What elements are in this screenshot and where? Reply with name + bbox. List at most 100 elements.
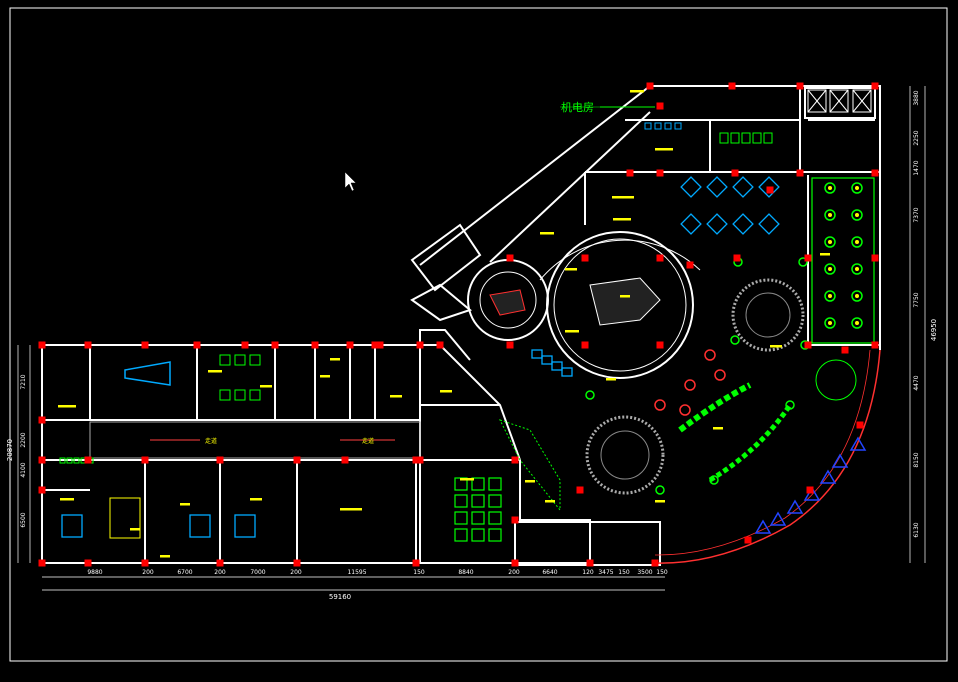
table-with-chairs (706, 213, 728, 235)
room-label-bar (620, 295, 630, 298)
room-label-bar (250, 498, 262, 501)
workstation (249, 389, 261, 401)
round-table-center (855, 186, 859, 190)
bottom-dimension-text: 200 (508, 569, 520, 576)
mouse-cursor-icon (344, 171, 357, 192)
machine-room-label: 机电房 (561, 100, 594, 114)
column (871, 254, 879, 262)
left-dimension-text: 2200 (20, 432, 27, 447)
bottom-dimension-text: 200 (142, 569, 154, 576)
lounge-sofa (551, 361, 563, 371)
room-label-bar (655, 148, 673, 151)
round-table (824, 209, 836, 221)
bottom-dimension-text: 6640 (542, 569, 557, 576)
right-dimension-text: 1470 (913, 160, 920, 175)
bottom-dimension-text: 7000 (250, 569, 265, 576)
right-dimension-text: 6130 (913, 522, 920, 537)
workstation (471, 477, 485, 491)
curved-facade (654, 349, 881, 564)
column (216, 456, 224, 464)
column (271, 341, 279, 349)
facade-triangle (769, 511, 787, 526)
room-label-bar (612, 196, 634, 199)
bottom-dimension-text: 3500 (637, 569, 652, 576)
column (341, 456, 349, 464)
room-label-bar (540, 232, 554, 235)
round-table-center (828, 321, 832, 325)
svg-text:走道: 走道 (205, 437, 217, 445)
round-table-center (855, 267, 859, 271)
table-with-chairs (680, 213, 702, 235)
conference-table (124, 361, 171, 386)
room-label-bar (160, 555, 170, 558)
column (141, 559, 149, 567)
red-round-table (654, 399, 666, 411)
table-with-chairs (732, 213, 754, 235)
bottom-dimension-text: 120 (582, 569, 594, 576)
column (311, 341, 319, 349)
column (84, 456, 92, 464)
svg-text:走道: 走道 (362, 437, 374, 445)
room-label-bar (340, 508, 362, 511)
curved-bench-1 (678, 382, 752, 433)
right-dimension-text: 7750 (913, 292, 920, 307)
column (656, 102, 664, 110)
column (141, 456, 149, 464)
left-dimension-text: 4100 (20, 462, 27, 477)
sofa-set (234, 514, 256, 538)
round-tables-group (585, 182, 863, 495)
column (856, 421, 864, 429)
column (744, 536, 752, 544)
column (804, 341, 812, 349)
room-labels (58, 90, 830, 558)
column (38, 341, 46, 349)
facade-triangle (754, 519, 772, 534)
bottom-dimension-text: 6700 (177, 569, 192, 576)
chair (73, 457, 80, 464)
room-label-bar (630, 90, 644, 93)
column (506, 254, 514, 262)
column (686, 261, 694, 269)
column (586, 559, 594, 567)
round-table-center (855, 213, 859, 217)
column (804, 254, 812, 262)
curved-facade-inner (654, 349, 871, 556)
bottom-dimension-text: 150 (618, 569, 630, 576)
round-table (824, 290, 836, 302)
workstation (454, 528, 468, 542)
red-round-table (714, 369, 726, 381)
workstation (219, 354, 231, 366)
column (841, 346, 849, 354)
column (871, 82, 879, 90)
bottom-dimension-text: 8840 (458, 569, 473, 576)
chair (674, 122, 682, 130)
round-table (851, 317, 863, 329)
column (511, 516, 519, 524)
column (806, 486, 814, 494)
room-label-bar (613, 218, 631, 221)
chair (66, 457, 73, 464)
room-label-bar (130, 528, 140, 531)
room-label-bar (525, 480, 535, 483)
column (193, 341, 201, 349)
column (84, 559, 92, 567)
workstation (454, 494, 468, 508)
green-tables-right (811, 177, 875, 344)
room-label-bar (565, 268, 577, 271)
hatched-area (499, 419, 561, 512)
round-table-center (828, 294, 832, 298)
column (141, 341, 149, 349)
plant-pot (655, 485, 665, 495)
bottom-dimension-text: 11595 (347, 569, 366, 576)
column (656, 169, 664, 177)
table-with-chairs (680, 176, 702, 198)
room-label-bar (655, 500, 665, 503)
room-label-bar (713, 427, 723, 430)
room-label-bar (180, 503, 190, 506)
column (626, 169, 634, 177)
lounge-sofa (541, 355, 553, 365)
bottom-total-dimension: 59160 (329, 593, 351, 601)
